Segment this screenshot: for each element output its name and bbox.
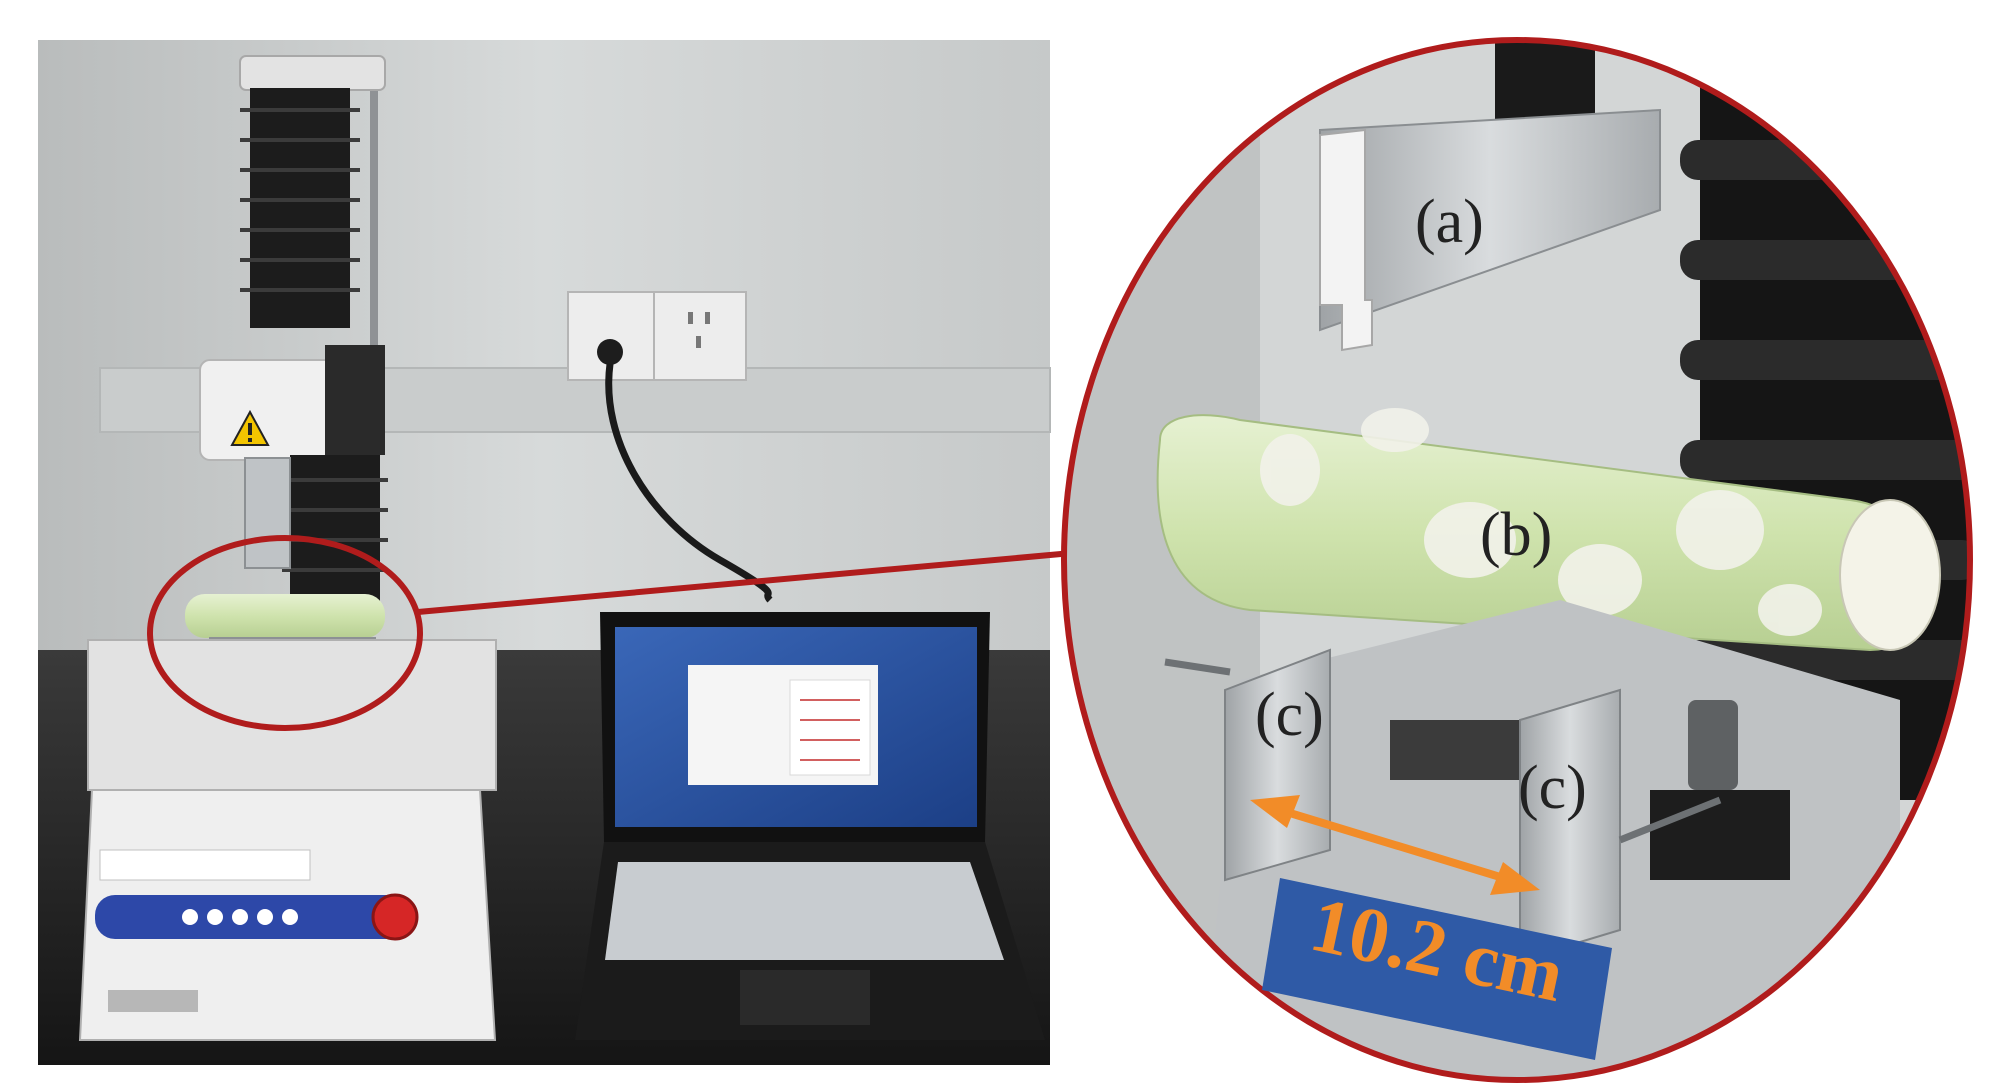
sample-b [1156,408,1941,652]
callout-connector [417,550,1073,615]
probe-a [1319,108,1661,352]
label-c-left: (c) [1255,681,1324,749]
label-a: (a) [1415,188,1484,256]
zoom-view [1064,40,1970,1080]
dimension-arrow [1250,795,1540,895]
laptop [575,612,1045,1040]
callout-circle-small [147,535,423,731]
label-b: (b) [1480,501,1552,569]
lab-photo [38,40,1051,1065]
power-outlet [567,291,747,381]
label-c-right: (c) [1518,754,1587,822]
power-cable [605,363,773,603]
callout-circle-large [1061,37,1973,1083]
